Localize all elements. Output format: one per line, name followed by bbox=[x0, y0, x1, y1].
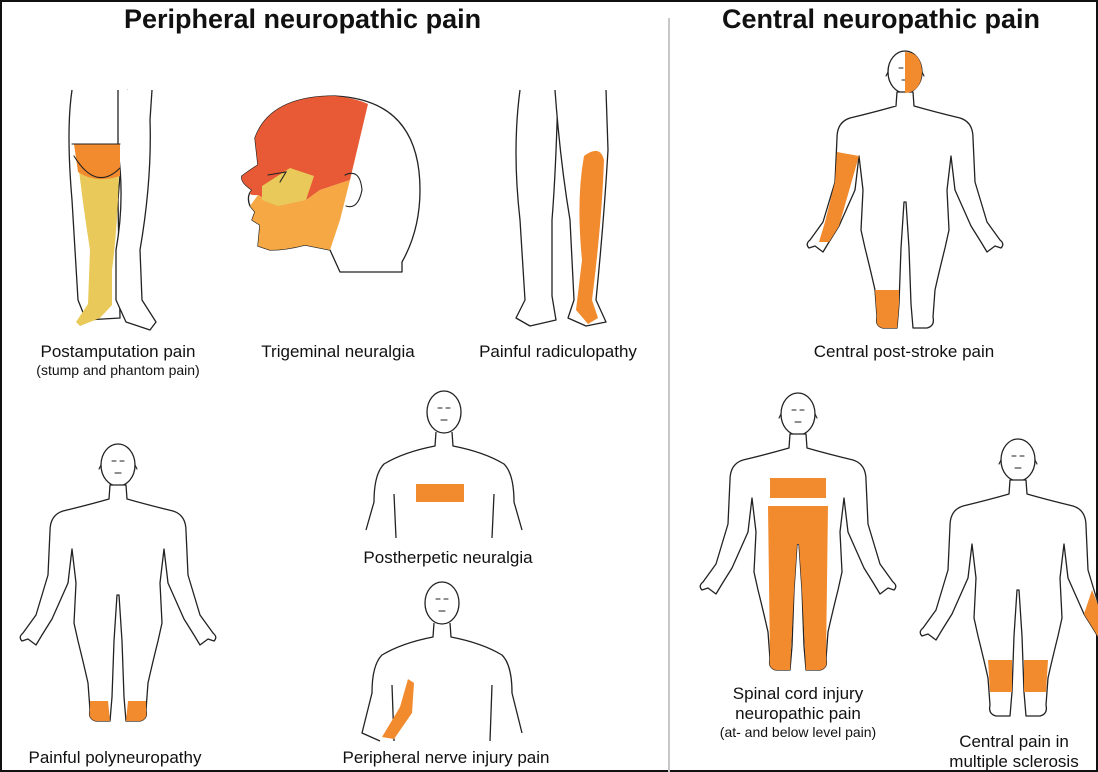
radiculopathy-figure bbox=[516, 90, 608, 326]
post-stroke-figure bbox=[807, 51, 1003, 328]
radiculopathy-label: Painful radiculopathy bbox=[458, 342, 658, 362]
spinal-cord-figure bbox=[700, 393, 896, 670]
postherpetic-figure bbox=[366, 391, 522, 538]
nerve-injury-figure bbox=[362, 582, 522, 741]
postamputation-label: Postamputation pain (stump and phantom p… bbox=[18, 342, 218, 379]
trigeminal-figure bbox=[242, 96, 420, 272]
spinal-cord-sublabel: (at- and below level pain) bbox=[688, 724, 908, 741]
nerve-injury-label: Peripheral nerve injury pain bbox=[316, 748, 576, 768]
polyneuropathy-figure bbox=[20, 444, 216, 721]
spinal-cord-label: Spinal cord injury neuropathic pain (at-… bbox=[688, 684, 908, 741]
ms-figure bbox=[920, 439, 1098, 716]
trigeminal-label: Trigeminal neuralgia bbox=[238, 342, 438, 362]
ms-label: Central pain in multiple sclerosis bbox=[932, 732, 1096, 772]
post-stroke-label: Central post-stroke pain bbox=[784, 342, 1024, 362]
postamputation-sublabel: (stump and phantom pain) bbox=[18, 362, 218, 379]
postherpetic-label: Postherpetic neuralgia bbox=[338, 548, 558, 568]
polyneuropathy-label: Painful polyneuropathy bbox=[10, 748, 220, 768]
postamputation-figure bbox=[69, 90, 156, 330]
